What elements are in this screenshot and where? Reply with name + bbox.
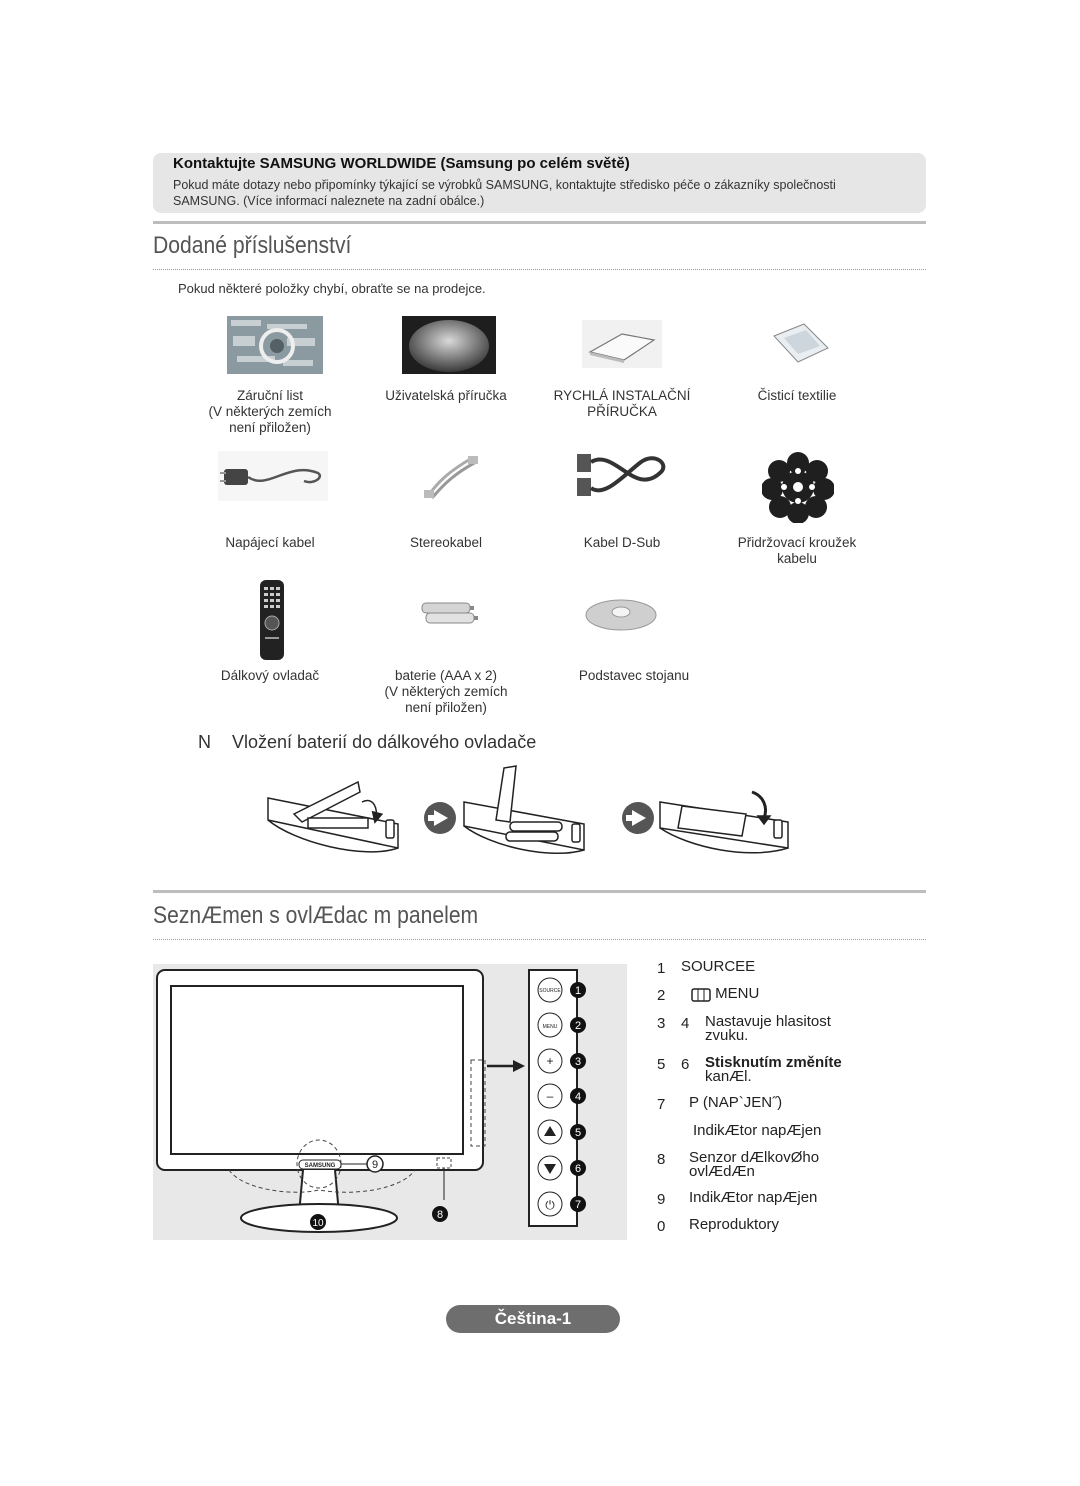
step-2-insert-batteries [463,765,585,855]
svg-text:SOURCE: SOURCE [539,988,561,994]
accessories-title: Dodané příslušenství [153,232,352,259]
quick-guide-icon [582,320,662,368]
cleaning-cloth-icon [773,323,829,363]
stereo-cable-icon [424,456,478,499]
step-3-close-cover [659,790,789,854]
svg-text:⏻: ⏻ [545,1198,555,1212]
step-1-open-cover [267,780,399,853]
svg-text:8: 8 [437,1209,443,1221]
svg-text:6: 6 [575,1163,581,1175]
caption-cleaning-cloth: Čisticí textilie [757,388,837,403]
monitor-diagram: SAMSUNG 9 8 10 SOURCE MENU + – ⏻ 1 2 3 [156,969,586,1233]
cd-manual-icon [402,316,496,374]
contact-box: Kontaktujte SAMSUNG WORLDWIDE (Samsung p… [153,153,926,213]
power-cable-icon [218,451,328,501]
svg-text:9: 9 [372,1159,378,1171]
warranty-card-icon [227,316,323,374]
next-arrow-icon [622,802,654,834]
svg-text:+: + [546,1054,553,1068]
channel-up-button [537,1119,563,1145]
svg-text:10: 10 [312,1218,324,1229]
caption-user-manual: Uživatelská příručka [385,388,507,403]
brand-label: SAMSUNG [305,1163,336,1169]
svg-text:2: 2 [575,1020,581,1032]
svg-text:4: 4 [575,1091,581,1103]
legend-item: 2 MENU [657,985,760,1004]
svg-text:MENU: MENU [543,1024,558,1030]
next-arrow-icon [424,802,456,834]
dsub-cable-icon [577,454,666,496]
source-button: SOURCE [537,977,563,1003]
control-panel-title: SeznÆmen s ovlÆdac m panelem [153,902,479,929]
contact-body: Pokud máte dotazy nebo připomínky týkají… [173,178,836,208]
battery-insertion-diagram [267,765,789,855]
caption-power-cable: Napájecí kabel [225,535,315,550]
divider [153,890,926,893]
volume-down-button: – [537,1083,563,1109]
svg-text:7: 7 [575,1199,581,1211]
svg-text:5: 5 [575,1127,581,1139]
menu-icon [691,988,711,1002]
svg-text:–: – [547,1089,554,1103]
svg-text:3: 3 [575,1056,581,1068]
cable-ring-icon [762,452,834,523]
caption-stand-base: Podstavec stojanu [578,668,690,683]
legend-item: IndikÆtor napÆjen [693,1122,822,1139]
power-button: ⏻ [537,1191,563,1217]
divider [153,221,926,224]
monitor-illustration: SAMSUNG 9 8 10 SOURCE MENU + – ⏻ 1 2 3 [153,964,627,1240]
page-label: Čeština-1 [446,1305,620,1333]
note-marker: N [198,732,211,752]
caption-remote: Dálkový ovladač [220,668,320,683]
channel-down-button [537,1155,563,1181]
svg-text:1: 1 [575,985,581,997]
batteries-icon [421,602,478,624]
stand-base-icon [585,599,657,631]
contact-title: Kontaktujte SAMSUNG WORLDWIDE (Samsung p… [173,155,630,172]
remote-control-icon [260,580,284,660]
caption-stereo-cable: Stereokabel [409,535,483,550]
caption-dsub-cable: Kabel D-Sub [583,535,661,550]
accessories-intro: Pokud některé položky chybí, obraťte se … [178,281,486,296]
volume-up-button: + [537,1048,563,1074]
dotted-divider [153,269,926,270]
battery-subheading-text: Vložení baterií do dálkového ovladače [232,732,537,752]
menu-button: MENU [537,1012,563,1038]
battery-subheading: N Vložení baterií do dálkového ovladače [198,732,536,753]
dotted-divider [153,939,926,940]
